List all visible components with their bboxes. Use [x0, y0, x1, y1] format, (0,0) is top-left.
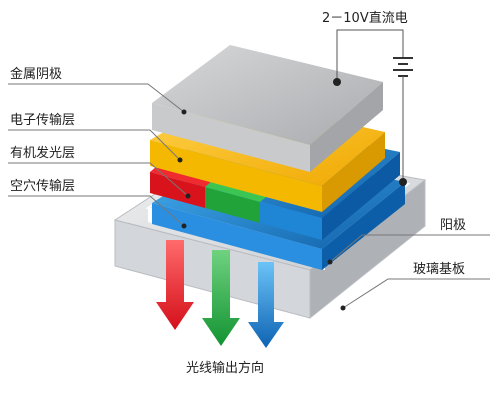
cathode-label: 金属阴极 [10, 66, 62, 82]
power-supply-label: 2－10V直流电 [322, 11, 408, 26]
emissive-layer-label: 有机发光层 [10, 145, 75, 161]
light-output-label: 光线输出方向 [186, 360, 264, 376]
leader-htl [8, 195, 185, 227]
cathode-contact-dot [333, 78, 341, 86]
anode-label: 阳极 [440, 218, 466, 233]
anode-contact-dot [399, 178, 407, 186]
power-circuit [333, 29, 413, 186]
leader-anode [329, 234, 490, 263]
hole-transport-label: 空穴传输层 [10, 178, 75, 194]
emissive-green-subpixel [205, 187, 260, 223]
blue-light-arrow [248, 262, 284, 348]
emissive-red-subpixel [150, 172, 205, 208]
leader-emissive [8, 162, 189, 197]
green-light-arrow [202, 250, 240, 346]
leader-endpoints [177, 109, 346, 311]
metal-cathode-layer [152, 45, 383, 172]
leader-lines [8, 83, 490, 309]
substrate-label: 玻璃基板 [413, 262, 465, 277]
light-output-arrows [156, 240, 284, 348]
red-light-arrow [156, 240, 194, 330]
leader-etl [8, 129, 181, 161]
emissive-blue-subpixel [260, 202, 322, 240]
electron-transport-label: 电子传输层 [10, 112, 75, 128]
leader-substrate [342, 278, 490, 309]
leader-cathode [8, 83, 185, 113]
